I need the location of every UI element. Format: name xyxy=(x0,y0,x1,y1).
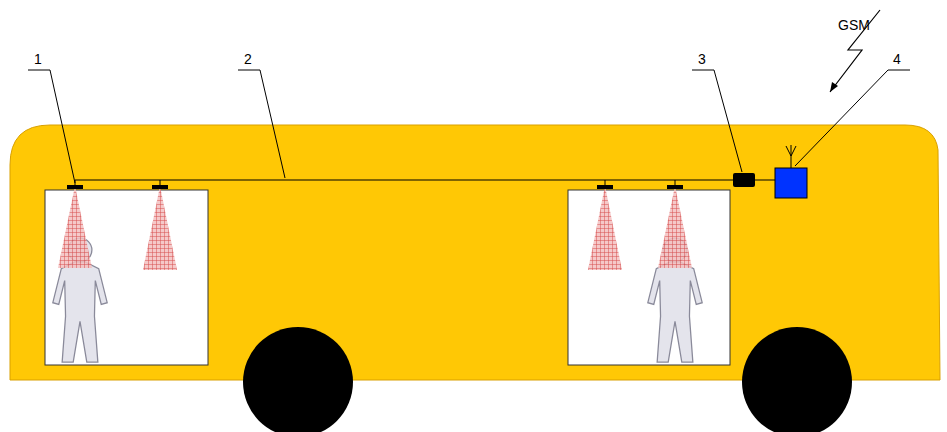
wheel xyxy=(742,327,852,432)
callout-number: 4 xyxy=(893,52,901,66)
antenna xyxy=(786,145,796,168)
door-opening xyxy=(568,190,730,365)
wheel xyxy=(243,327,353,432)
callout-number: 2 xyxy=(244,52,252,66)
callout-number: 3 xyxy=(698,52,706,66)
radio-signal xyxy=(830,10,880,92)
signal-wire xyxy=(75,180,775,181)
gsm-module xyxy=(775,168,807,198)
callout-number: 1 xyxy=(34,52,42,66)
signal-label: GSM xyxy=(838,18,870,32)
leader-line xyxy=(28,70,910,183)
sensor xyxy=(67,185,683,189)
sensor-beam xyxy=(58,186,692,270)
controller-unit xyxy=(733,173,755,187)
